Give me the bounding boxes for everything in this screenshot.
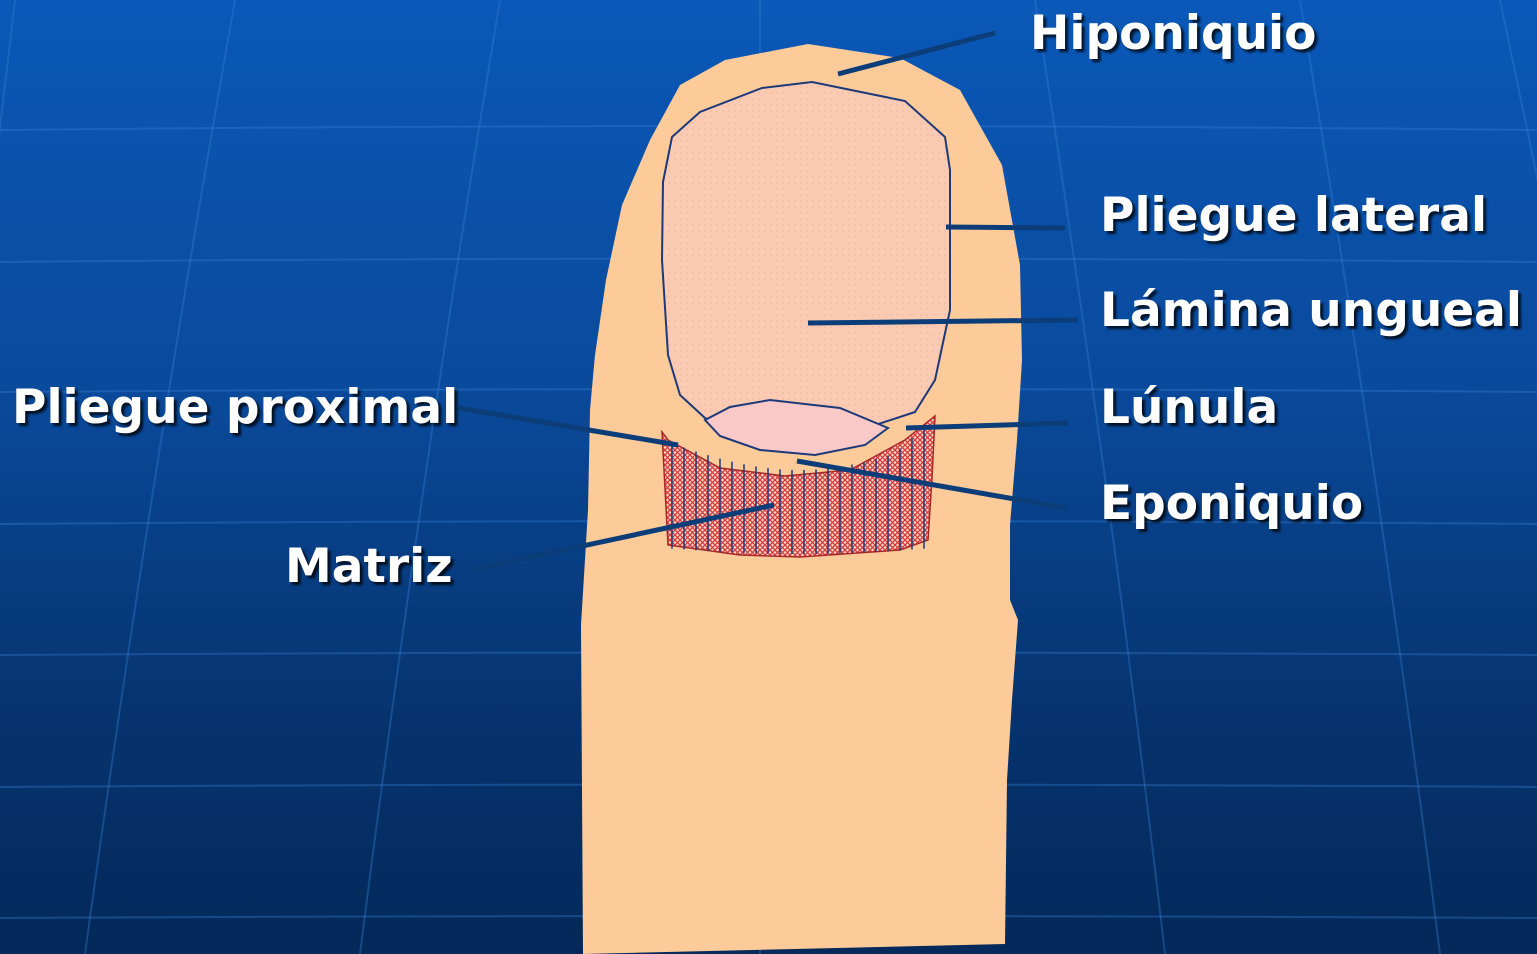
leader-lamina-ungueal [808,320,1078,323]
label-hiponiquio: Hiponiquio [1030,10,1316,57]
nail-plate-shape [662,82,950,440]
label-lunula: Lúnula [1100,384,1278,431]
leader-pliegue-lateral [946,227,1065,228]
label-eponiquio: Eponiquio [1100,480,1363,527]
label-matriz: Matriz [285,543,453,590]
label-pliegue-lateral: Pliegue lateral [1100,192,1487,239]
label-lamina-ungueal: Lámina ungueal [1100,287,1522,334]
label-pliegue-proximal: Pliegue proximal [12,384,458,431]
